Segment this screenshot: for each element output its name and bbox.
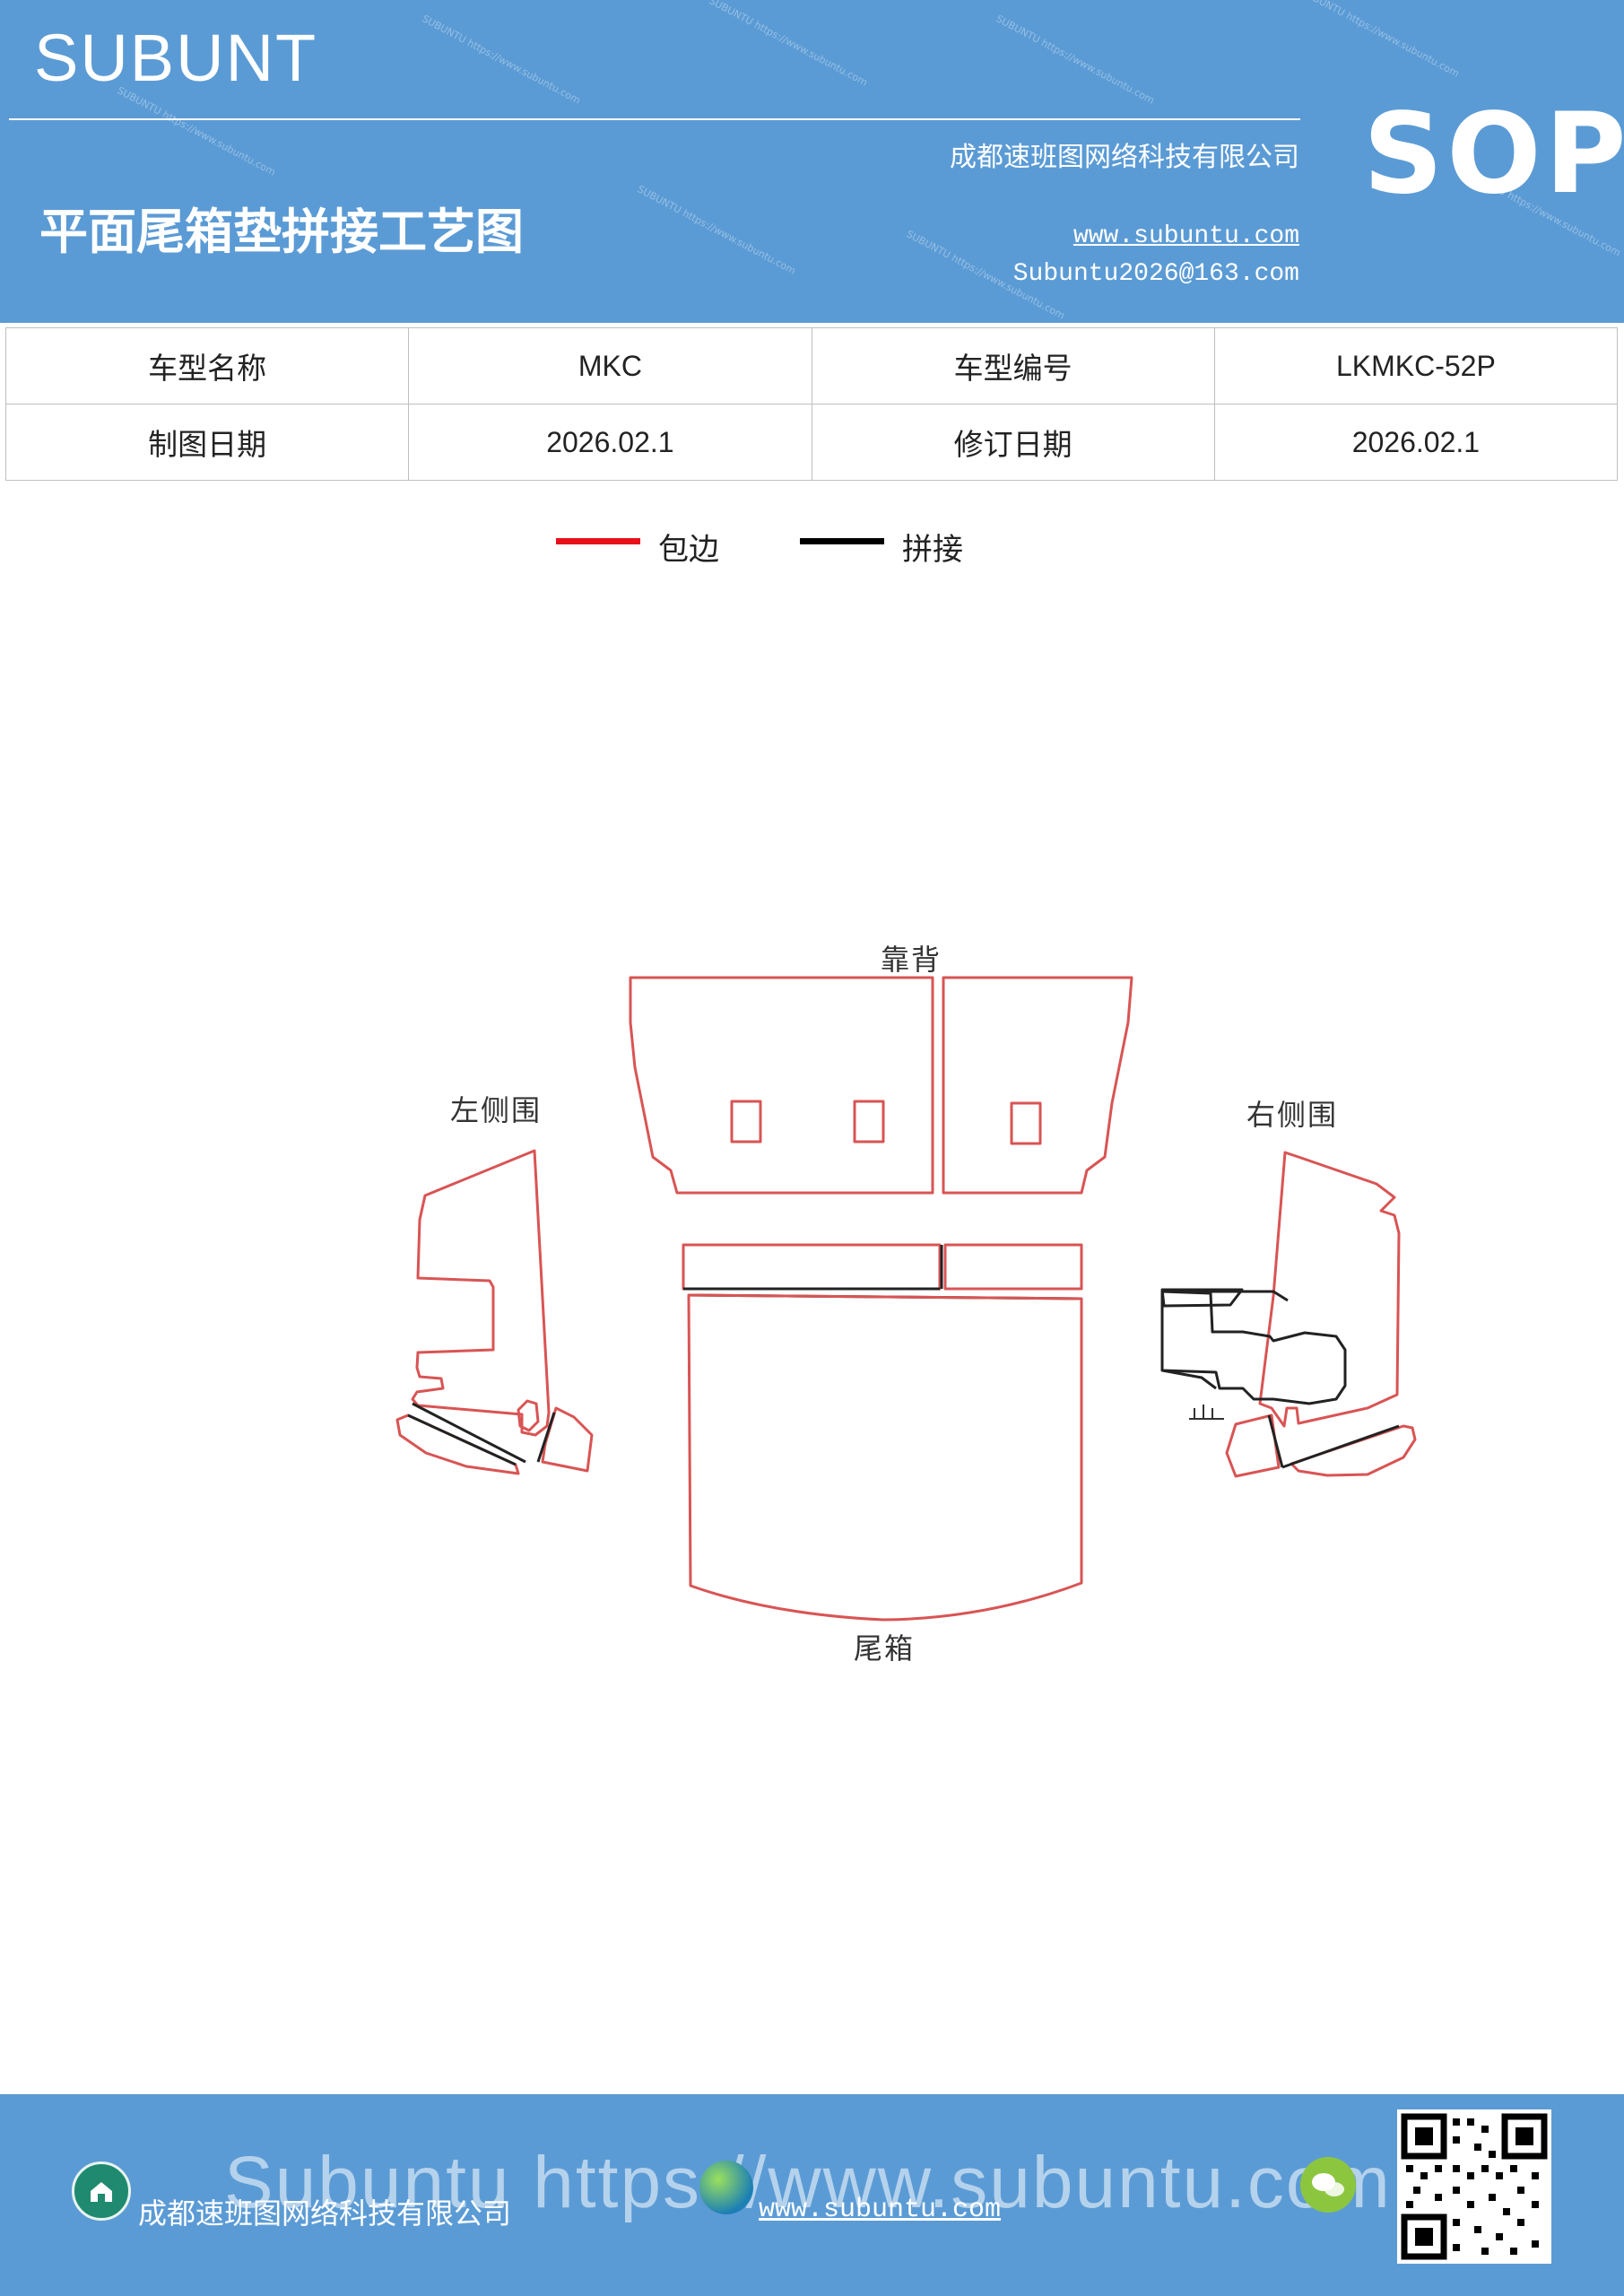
label-model-name: 车型名称: [4, 327, 410, 404]
wechat-icon: [1300, 2157, 1356, 2213]
splice-seam: [536, 1412, 556, 1463]
vehicle-info-table: 车型名称 MKC 车型编号 LKMKC-52P 制图日期 2026.02.1 修…: [4, 327, 1619, 481]
header-divider: [9, 118, 1300, 120]
right-side-top-flap: [1160, 1288, 1244, 1308]
table-row: 车型名称 MKC 车型编号 LKMKC-52P: [4, 327, 1619, 404]
right-side-lower-piece: [1225, 1413, 1281, 1478]
backrest-right-panel: [942, 976, 1133, 1195]
left-side-panel: [411, 1149, 551, 1437]
splice-seam: [407, 1413, 517, 1466]
value-revision-date: 2026.02.1: [1213, 404, 1619, 481]
footer-website-link[interactable]: www.subuntu.com: [759, 2195, 1002, 2225]
legend-swatch-edging: [556, 538, 640, 544]
splice-seam: [1267, 1414, 1284, 1468]
label-trunk: 尾箱: [854, 1631, 916, 1665]
label-right-side: 右侧围: [1246, 1098, 1339, 1132]
footer-banner: Subuntu https://www.subuntu.com 成都速班图网络科…: [0, 2094, 1624, 2296]
left-side-small-piece: [517, 1399, 540, 1432]
legend-label-seam: 拼接: [902, 532, 963, 568]
company-name: 成都速班图网络科技有限公司: [950, 142, 1299, 173]
trunk-floor-panel: [687, 1293, 1083, 1622]
backrest-cutout: [853, 1100, 885, 1144]
splice-seam: [1281, 1424, 1400, 1469]
sop-badge: SOP: [1363, 90, 1624, 219]
footer-company-name: 成都速班图网络科技有限公司: [138, 2196, 512, 2231]
backrest-left-panel: [629, 976, 934, 1195]
label-backrest: 靠背: [881, 943, 942, 977]
contact-email: Subuntu2026@163.com: [1012, 260, 1299, 288]
trunk-strip-left: [682, 1243, 942, 1291]
left-side-lower-piece: [395, 1413, 520, 1475]
splice-seam: [1162, 1290, 1289, 1302]
brand-logo-text: SUBUNT: [34, 21, 318, 95]
right-side-mark: [1189, 1405, 1224, 1420]
qr-code: [1397, 2109, 1551, 2264]
footer-watermark: Subuntu https://www.subuntu.com: [224, 2142, 1392, 2223]
backrest-cutout: [1010, 1101, 1042, 1145]
label-revision-date: 修订日期: [811, 404, 1215, 481]
value-model-code: LKMKC-52P: [1213, 327, 1619, 404]
label-draw-date: 制图日期: [4, 404, 410, 481]
globe-icon: [699, 2161, 753, 2214]
trunk-strip-right: [943, 1243, 1083, 1291]
right-side-insert: [1160, 1290, 1347, 1405]
company-building-icon: [72, 2161, 131, 2221]
right-side-bottom-piece: [1290, 1424, 1417, 1477]
value-model-name: MKC: [408, 327, 812, 404]
backrest-cutout: [730, 1100, 762, 1144]
splice-seam: [412, 1402, 526, 1464]
legend-label-edging: 包边: [658, 532, 719, 568]
legend-swatch-seam: [800, 538, 884, 544]
left-side-corner-piece: [541, 1406, 594, 1473]
value-draw-date: 2026.02.1: [408, 404, 812, 481]
label-model-code: 车型编号: [811, 327, 1215, 404]
website-link[interactable]: www.subuntu.com: [1073, 222, 1299, 250]
header-banner: SUBUNTU https://www.subuntu.com SUBUNTU …: [0, 0, 1624, 323]
right-side-panel: [1258, 1151, 1401, 1428]
label-left-side: 左侧围: [450, 1093, 543, 1127]
page-title: 平面尾箱垫拼接工艺图: [39, 204, 524, 260]
splice-seam: [1161, 1369, 1217, 1390]
table-row: 制图日期 2026.02.1 修订日期 2026.02.1: [4, 404, 1619, 481]
